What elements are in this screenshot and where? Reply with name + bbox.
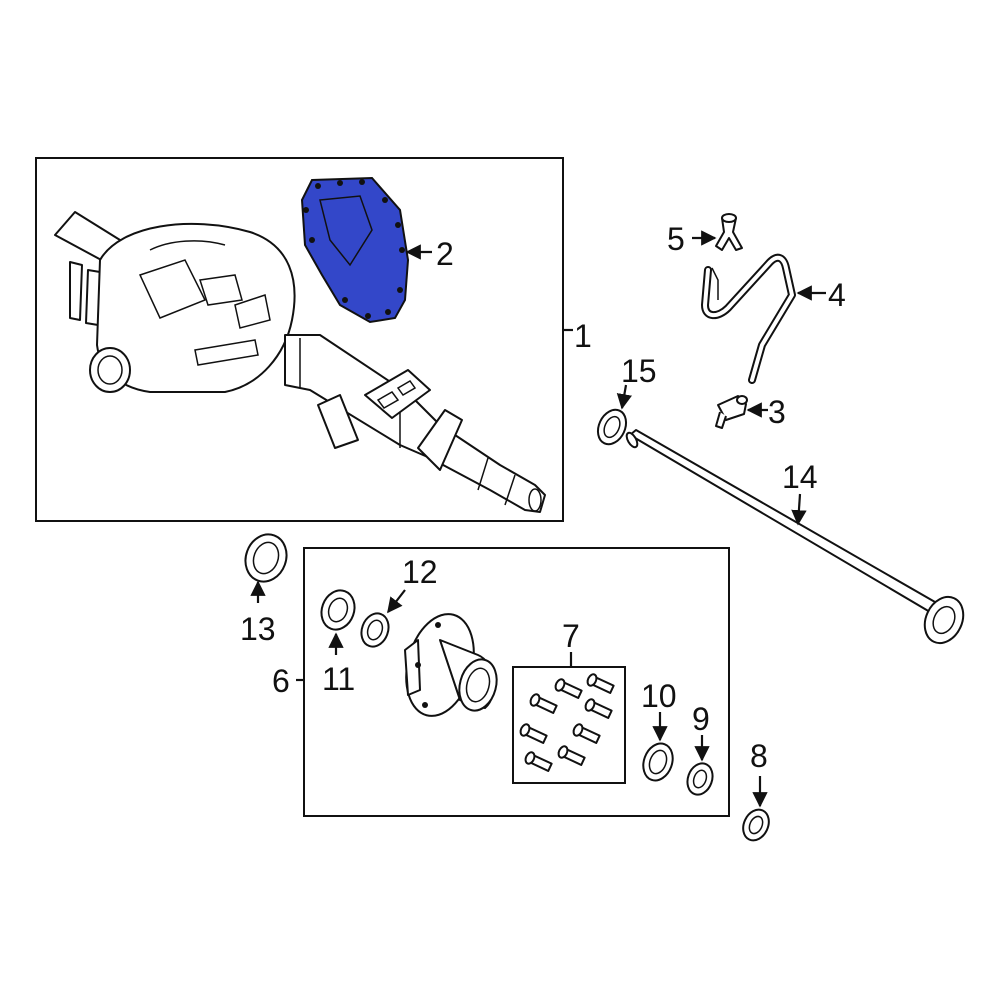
callout-11: 11	[322, 661, 355, 697]
callout-8: 8	[750, 738, 768, 774]
differential-cover[interactable]	[300, 176, 410, 324]
callout-7: 7	[562, 618, 580, 654]
callout-14: 14	[782, 459, 818, 495]
bearing-11[interactable]	[316, 586, 360, 635]
callout-14-leader	[791, 493, 807, 526]
callout-12-leader	[387, 589, 406, 614]
callout-1: 1	[574, 318, 592, 354]
axle-housing-illustration[interactable]	[54, 211, 546, 513]
race-9[interactable]	[683, 760, 716, 798]
callout-2: 2	[436, 236, 454, 272]
axle-shaft-seal[interactable]	[593, 405, 632, 449]
callout-12: 12	[402, 554, 438, 590]
callout-4: 4	[828, 277, 846, 313]
callout-5: 5	[667, 221, 685, 257]
bearing-10[interactable]	[638, 739, 677, 784]
stud-kit-box	[512, 666, 626, 784]
axle-shaft[interactable]	[625, 429, 971, 649]
wheel-hub[interactable]	[396, 606, 502, 723]
callout-15: 15	[621, 353, 657, 389]
vent-cap[interactable]	[715, 213, 743, 251]
callout-13: 13	[240, 611, 276, 647]
hub-assembly-box	[303, 547, 730, 817]
axle-assembly-box	[35, 157, 564, 522]
vent-hose[interactable]	[701, 253, 796, 384]
callout-9: 9	[692, 701, 710, 737]
seal-8[interactable]	[738, 805, 773, 844]
callout-10: 10	[641, 678, 677, 714]
callout-15-leader	[616, 384, 632, 410]
bearing-race-12[interactable]	[357, 610, 393, 651]
seal-13[interactable]	[239, 529, 293, 588]
vent-connector[interactable]	[715, 395, 748, 429]
callout-6: 6	[272, 663, 290, 699]
callout-3: 3	[768, 394, 786, 430]
wheel-studs[interactable]	[519, 673, 615, 773]
